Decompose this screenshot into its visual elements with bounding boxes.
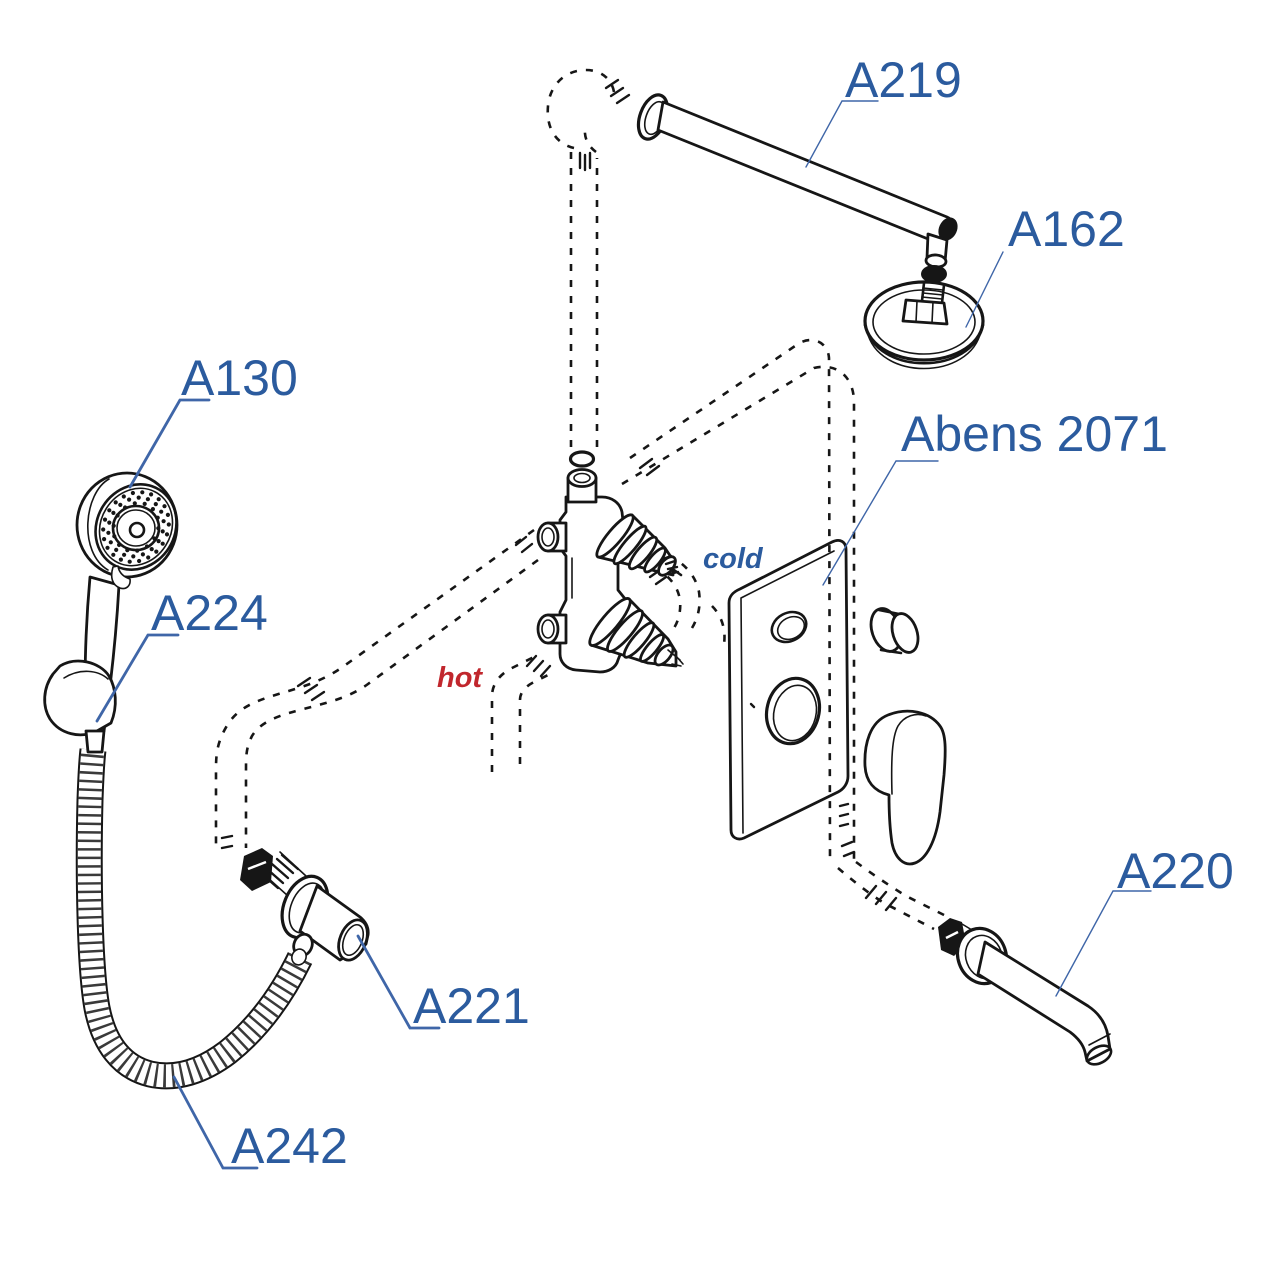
label-a221: A221 bbox=[413, 978, 530, 1034]
mixer-valve-body-drawing bbox=[536, 450, 684, 674]
hand-shower-drawing bbox=[43, 471, 179, 754]
head-nut bbox=[901, 298, 949, 326]
label-a162: A162 bbox=[1008, 201, 1125, 257]
label-a219: A219 bbox=[845, 52, 962, 108]
leader-a242 bbox=[172, 1075, 259, 1170]
hand-shower-head bbox=[75, 471, 179, 579]
faceplate-handle-hole bbox=[764, 676, 822, 746]
spray-nozzle-dots bbox=[101, 490, 171, 564]
leader-a162 bbox=[965, 251, 1004, 328]
leader-a219 bbox=[805, 100, 879, 168]
leader-a220 bbox=[1055, 890, 1152, 997]
lower-cartridge bbox=[588, 597, 684, 668]
shower-hose-drawing bbox=[75, 748, 313, 1090]
upper-cartridge bbox=[595, 513, 683, 577]
label-a224: A224 bbox=[151, 585, 268, 641]
leader-a224 bbox=[95, 633, 180, 723]
label-abens-2071: Abens 2071 bbox=[901, 406, 1168, 462]
label-cold-supply: cold bbox=[703, 543, 764, 575]
diverter-knob-drawing bbox=[869, 607, 920, 655]
bath-spout-drawing bbox=[938, 918, 1113, 1066]
wall-outlet-elbow-drawing bbox=[257, 851, 370, 966]
o-ring bbox=[568, 450, 596, 468]
label-a130: A130 bbox=[181, 350, 298, 406]
concealed-pipework-dashed bbox=[214, 68, 947, 931]
faceplate-drawing bbox=[727, 539, 850, 841]
pipe-nipple-silhouette bbox=[240, 848, 273, 891]
faceplate-diverter-hole bbox=[770, 610, 808, 644]
ball-joint bbox=[921, 265, 947, 283]
leader-a130 bbox=[128, 398, 211, 489]
label-hot-supply: hot bbox=[437, 662, 483, 694]
label-a220: A220 bbox=[1117, 843, 1234, 899]
callouts: A219 A162 Abens 2071 A220 A130 A224 A221… bbox=[95, 52, 1234, 1174]
label-a242: A242 bbox=[231, 1118, 348, 1174]
wall-holder-bracket bbox=[43, 659, 117, 737]
overhead-shower-drawing bbox=[863, 265, 985, 370]
leader-abens bbox=[822, 460, 939, 586]
leader-a221 bbox=[356, 934, 441, 1030]
lever-handle-drawing bbox=[863, 709, 947, 866]
shower-arm-drawing bbox=[636, 93, 958, 269]
